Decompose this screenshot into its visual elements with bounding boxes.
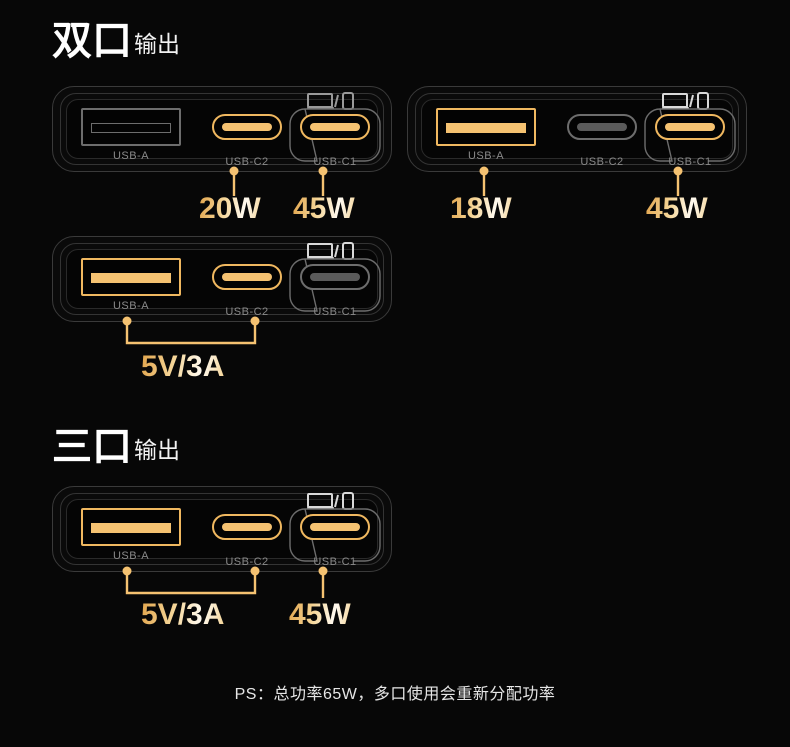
port-usb-c2[interactable]: USB-C2 — [567, 114, 637, 168]
port-label-usb-a: USB-A — [467, 150, 505, 162]
device-panel-1: USB-A USB-C2 — [52, 86, 392, 172]
port-usb-a[interactable]: USB-A — [81, 108, 181, 162]
panel-face: USB-A USB-C2 — [66, 92, 381, 168]
port-label-usb-c1: USB-C1 — [313, 306, 357, 318]
device-panel-3: USB-A USB-C2 — [52, 236, 392, 322]
power-value-panel1-c1: 45W — [293, 192, 355, 225]
usb-c1-contact-bar — [310, 273, 360, 281]
usb-a-icon — [81, 508, 181, 546]
usb-a-contact-bar — [91, 523, 171, 533]
usb-c1-icon — [300, 514, 370, 540]
port-usb-c2[interactable]: USB-C2 — [212, 114, 282, 168]
port-label-usb-c1: USB-C1 — [668, 156, 712, 168]
port-label-usb-c1: USB-C1 — [313, 556, 357, 568]
usb-a-contact-bar — [91, 123, 171, 133]
panel-face: USB-A USB-C2 — [66, 242, 381, 318]
section-heading-big: 双口 — [52, 19, 132, 63]
callout-line-panel4-c1 — [317, 566, 329, 598]
laptop-phone-icon — [662, 92, 718, 110]
callout-line-panel1-c2 — [228, 166, 240, 196]
callout-line-panel2-a — [478, 166, 490, 196]
laptop-phone-icon — [307, 492, 363, 510]
port-label-usb-a: USB-A — [112, 550, 150, 562]
device-panel-2: USB-A USB-C2 — [407, 86, 747, 172]
port-usb-a[interactable]: USB-A — [81, 508, 181, 562]
laptop-phone-icon — [307, 92, 363, 110]
usb-a-icon — [81, 108, 181, 146]
panel-inner-border: USB-A USB-C2 — [60, 242, 384, 318]
port-usb-c1[interactable]: USB-C1 — [289, 242, 381, 318]
port-usb-a[interactable]: USB-A — [81, 258, 181, 312]
usb-c2-icon — [567, 114, 637, 140]
usb-c2-contact-bar — [577, 123, 627, 131]
usb-c1-contact-bar — [665, 123, 715, 131]
port-label-usb-c2: USB-C2 — [225, 156, 269, 168]
panel-inner-border: USB-A USB-C2 — [60, 492, 384, 568]
callout-bracket-panel4 — [121, 566, 261, 600]
section-heading-triple-port: 三口 输出 — [52, 426, 180, 468]
port-usb-c1[interactable]: USB-C1 — [289, 92, 381, 168]
footnote-note: PS：总功率65W，多口使用会重新分配功率 — [234, 686, 556, 703]
port-label-usb-c2: USB-C2 — [225, 306, 269, 318]
port-label-usb-c2: USB-C2 — [580, 156, 624, 168]
usb-c1-icon — [300, 114, 370, 140]
power-value-panel4-bracket: 5V/3A — [141, 598, 225, 631]
panel-face: USB-A USB-C2 — [66, 492, 381, 568]
section-heading-big: 三口 — [52, 425, 132, 469]
port-usb-a[interactable]: USB-A — [436, 108, 536, 162]
power-value-panel4-c1: 45W — [289, 598, 351, 631]
usb-c2-contact-bar — [222, 123, 272, 131]
port-usb-c2[interactable]: USB-C2 — [212, 264, 282, 318]
power-value-panel2-a: 18W — [450, 192, 512, 225]
usb-a-contact-bar — [446, 123, 526, 133]
port-label-usb-a: USB-A — [112, 150, 150, 162]
usb-a-icon — [436, 108, 536, 146]
panel-inner-border: USB-A USB-C2 — [60, 92, 384, 168]
usb-c2-icon — [212, 264, 282, 290]
device-panel-4: USB-A USB-C2 — [52, 486, 392, 572]
section-heading-small: 输出 — [134, 437, 180, 463]
port-label-usb-c1: USB-C1 — [313, 156, 357, 168]
usb-c2-contact-bar — [222, 273, 272, 281]
panel-face: USB-A USB-C2 — [421, 92, 736, 168]
panel-inner-border: USB-A USB-C2 — [415, 92, 739, 168]
usb-c2-contact-bar — [222, 523, 272, 531]
usb-a-icon — [81, 258, 181, 296]
usb-c1-contact-bar — [310, 523, 360, 531]
usb-c2-icon — [212, 114, 282, 140]
power-value-panel1-c2: 20W — [199, 192, 261, 225]
port-usb-c1[interactable]: USB-C1 — [289, 492, 381, 568]
usb-c1-icon — [655, 114, 725, 140]
usb-c1-icon — [300, 264, 370, 290]
laptop-phone-icon — [307, 242, 363, 260]
callout-line-panel1-c1 — [317, 166, 329, 196]
section-heading-small: 输出 — [134, 31, 180, 57]
usb-c2-icon — [212, 514, 282, 540]
section-heading-dual-port: 双口 输出 — [52, 20, 180, 62]
callout-bracket-panel3 — [121, 316, 261, 350]
usb-a-contact-bar — [91, 273, 171, 283]
callout-line-panel2-c1 — [672, 166, 684, 196]
port-usb-c2[interactable]: USB-C2 — [212, 514, 282, 568]
power-value-panel3: 5V/3A — [141, 350, 225, 383]
port-usb-c1[interactable]: USB-C1 — [644, 92, 736, 168]
port-label-usb-c2: USB-C2 — [225, 556, 269, 568]
port-label-usb-a: USB-A — [112, 300, 150, 312]
power-value-panel2-c1: 45W — [646, 192, 708, 225]
usb-c1-contact-bar — [310, 123, 360, 131]
